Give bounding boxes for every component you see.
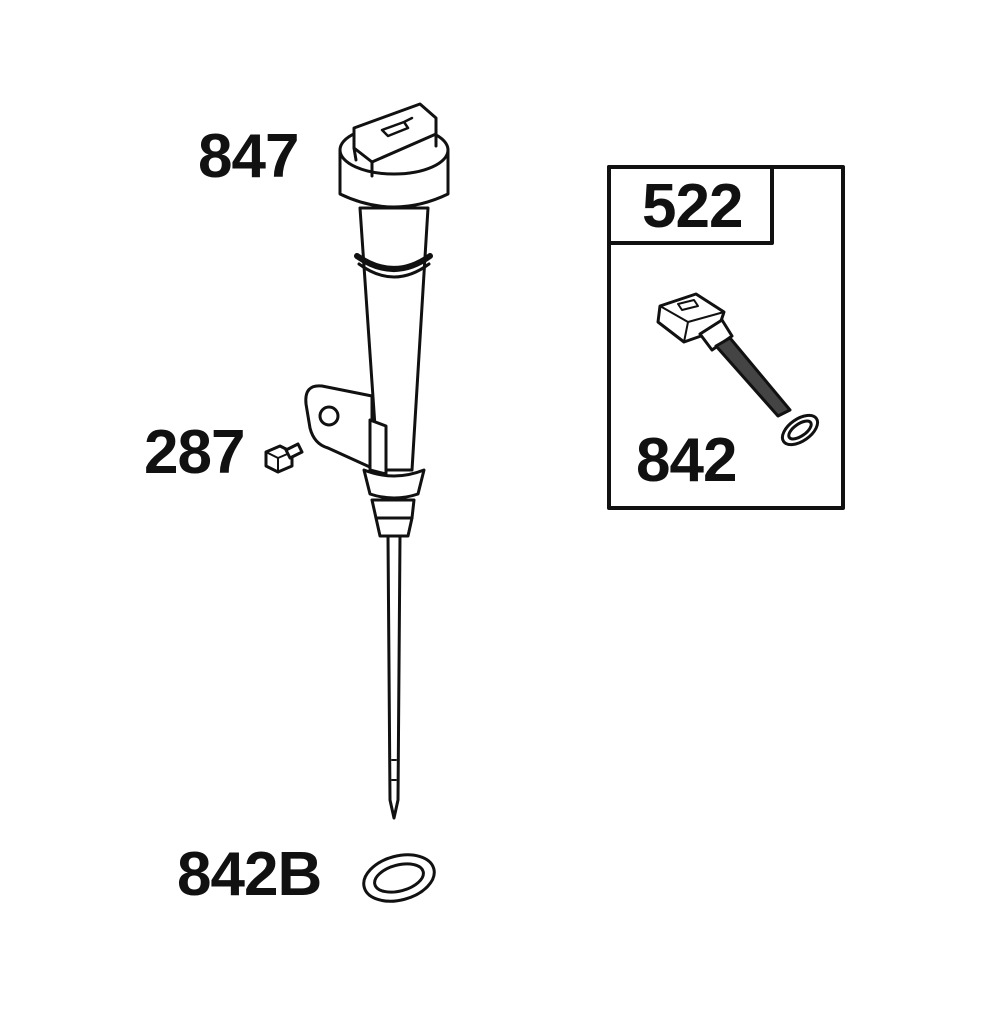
tube-o-ring [354, 253, 433, 272]
dipstick-842-seal-inner [787, 419, 813, 441]
dipstick-842-thread [698, 318, 734, 352]
part-label-842: 842 [636, 426, 737, 495]
part-label-842b: 842B [177, 840, 322, 909]
o-ring-842b [362, 853, 436, 903]
bolt-287 [264, 442, 304, 474]
tube-lower-collar [362, 468, 426, 500]
part-label-847: 847 [198, 122, 299, 191]
dipstick-842-cap-face [659, 305, 725, 343]
dipstick-842 [656, 292, 820, 447]
cap-handle-front [352, 132, 438, 178]
o-ring-inner [373, 862, 425, 894]
dipstick-rod [386, 534, 402, 820]
bracket-clip [368, 418, 388, 476]
bracket-bolt-hole [318, 405, 340, 427]
dipstick-842-blade [714, 336, 792, 418]
tube-collar-ring-2 [374, 516, 414, 538]
tube-mounting-bracket [304, 384, 374, 470]
dipstick-tube-assembly [304, 102, 450, 820]
oil-can-icon [380, 116, 414, 138]
kit-label-522: 522 [642, 172, 743, 241]
tube-collar-ring [370, 498, 416, 520]
dipstick-marks [391, 759, 397, 781]
bolt-thread [284, 442, 304, 460]
kit-box-header [607, 165, 774, 245]
kit-522-box [607, 165, 845, 510]
dipstick-842-oil-icon [677, 299, 699, 311]
part-label-287: 287 [144, 418, 245, 487]
tube-o-ring-lower [357, 262, 431, 279]
